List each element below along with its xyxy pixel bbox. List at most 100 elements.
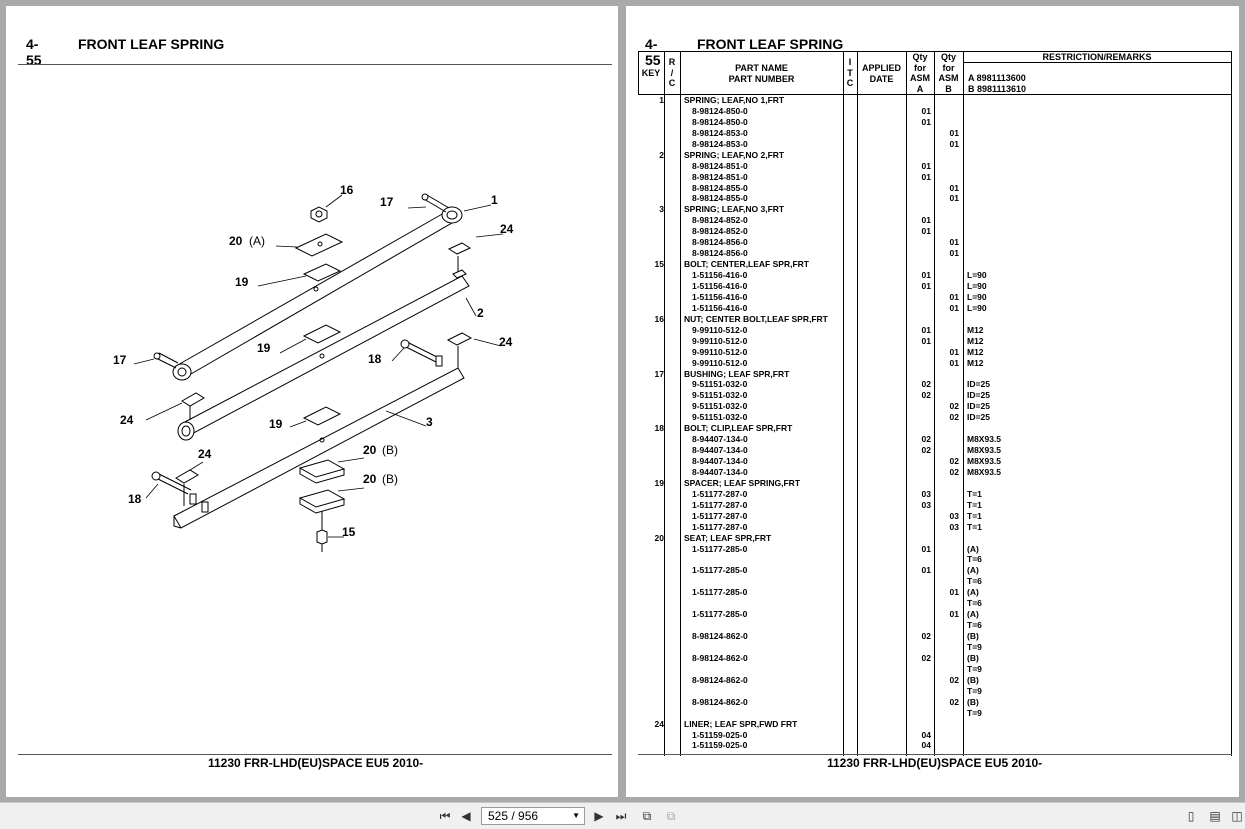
hdr-asm-b: B 8981113610: [968, 84, 1027, 94]
row-part-number: 8-94407-134-0: [692, 445, 748, 456]
row-remarks: (B): [967, 696, 979, 707]
row-qty-a: 01: [921, 215, 931, 226]
label-20a-suffix: (A): [249, 234, 265, 248]
label-2: 2: [477, 306, 484, 320]
row-part-number: 8-98124-853-0: [692, 127, 748, 138]
row-qty-b: 01: [949, 302, 959, 313]
row-qty-b: 01: [949, 182, 959, 193]
row-part-number: 9-51151-032-0: [692, 412, 748, 423]
table-row: T=6: [638, 554, 1232, 565]
row-part-number: 1-51177-287-0: [692, 510, 748, 521]
row-part-name: SPRING; LEAF,NO 3,FRT: [684, 204, 785, 215]
prev-page-icon[interactable]: ◀: [461, 809, 471, 823]
row-part-number: 1-51156-416-0: [692, 302, 748, 313]
row-qty-b: 01: [949, 193, 959, 204]
col-divider: [664, 51, 665, 756]
hdr-rc-1: R: [668, 57, 676, 67]
label-1: 1: [491, 193, 498, 207]
row-part-number: 8-98124-852-0: [692, 215, 748, 226]
label-20a: 20: [229, 234, 243, 248]
row-remarks: ID=25: [967, 412, 990, 423]
row-part-number: 8-98124-862-0: [692, 652, 748, 663]
row-qty-a: 03: [921, 499, 931, 510]
hdr-applied-1: APPLIED: [861, 63, 901, 73]
single-page-icon[interactable]: ▯: [1187, 809, 1195, 823]
row-remarks: T=6: [967, 620, 982, 631]
row-remarks: ID=25: [967, 401, 990, 412]
row-key: 20: [654, 532, 664, 543]
row-part-number: 1-51156-416-0: [692, 270, 748, 281]
continuous-icon[interactable]: ▤: [1209, 809, 1221, 823]
row-qty-a: 04: [921, 740, 931, 751]
hdr-qty-a-3: ASM: [910, 73, 930, 83]
row-part-number: 8-98124-855-0: [692, 193, 748, 204]
row-remarks: M12: [967, 324, 984, 335]
footer-rule: [18, 754, 612, 755]
copy-icon[interactable]: ⧉: [666, 809, 676, 823]
label-20c: 20: [363, 472, 377, 486]
row-qty-b: 01: [949, 609, 959, 620]
table-row: T=6: [638, 576, 1232, 587]
row-remarks: M12: [967, 357, 984, 368]
hdr-itc-2: T: [847, 67, 853, 78]
row-part-number: 8-98124-852-0: [692, 226, 748, 237]
row-qty-a: 02: [921, 652, 931, 663]
row-part-number: 1-51156-416-0: [692, 280, 748, 291]
table-row: 8-98124-852-0 01: [638, 226, 1232, 237]
table-row: T=9: [638, 642, 1232, 653]
row-qty-a: 01: [921, 226, 931, 237]
row-part-number: 8-98124-862-0: [692, 631, 748, 642]
left-page: 4-55 FRONT LEAF SPRING: [6, 6, 618, 797]
row-qty-a: 02: [921, 445, 931, 456]
row-part-number: 1-51177-285-0: [692, 587, 748, 598]
viewer-toolbar: ⏮ ◀ 525 / 956 ▼ ▶ ⏭ ⧉ ⧉ ▯ ▤ ◫: [0, 802, 1245, 829]
row-qty-a: 03: [921, 488, 931, 499]
row-part-number: 1-51159-025-0: [692, 740, 748, 751]
label-24-bottom: 24: [198, 447, 212, 461]
row-qty-b: 01: [949, 138, 959, 149]
label-17-left: 17: [113, 353, 127, 367]
row-qty-a: 01: [921, 335, 931, 346]
next-page-icon[interactable]: ▶: [594, 809, 604, 823]
row-part-number: 8-98124-856-0: [692, 237, 748, 248]
table-row: 8-98124-852-0 01: [638, 215, 1232, 226]
rotate-icon[interactable]: ⧉: [642, 809, 652, 823]
hdr-rc-3: C: [668, 78, 676, 88]
section-title: FRONT LEAF SPRING: [78, 36, 225, 52]
row-qty-b: 02: [949, 456, 959, 467]
two-page-icon[interactable]: ◫: [1231, 809, 1243, 823]
label-20c-suffix: (B): [382, 472, 398, 486]
row-qty-a: 02: [921, 434, 931, 445]
row-part-number: 1-51177-285-0: [692, 609, 748, 620]
page-number-input[interactable]: 525 / 956 ▼: [481, 807, 585, 825]
first-page-icon[interactable]: ⏮: [439, 809, 451, 823]
row-qty-a: 01: [921, 116, 931, 127]
last-page-icon[interactable]: ⏭: [615, 809, 627, 823]
row-part-number: 8-98124-855-0: [692, 182, 748, 193]
row-qty-b: 02: [949, 466, 959, 477]
row-remarks: T=9: [967, 642, 982, 652]
row-remarks: T=1: [967, 499, 982, 510]
row-remarks: T=9: [967, 663, 982, 674]
row-qty-a: 01: [921, 324, 931, 335]
row-part-number: 1-51156-416-0: [692, 291, 748, 302]
row-qty-a: 02: [921, 631, 931, 642]
hdr-qty-a-1: Qty: [912, 52, 928, 62]
section-title-right: FRONT LEAF SPRING: [697, 36, 844, 52]
chevron-down-icon[interactable]: ▼: [572, 811, 580, 820]
